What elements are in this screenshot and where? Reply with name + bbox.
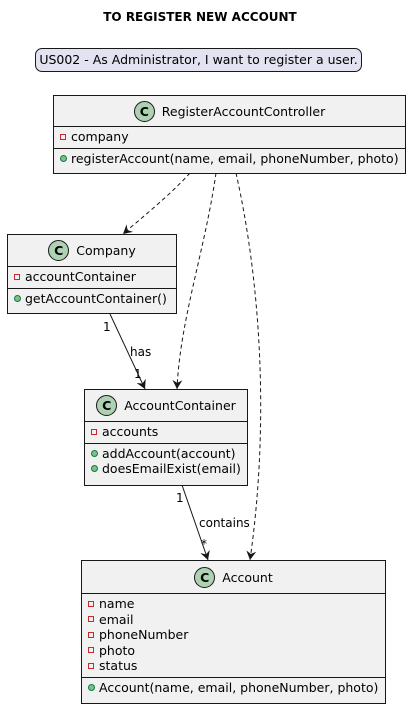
attribute-name: phoneNumber — [99, 627, 189, 643]
private-marker-icon — [88, 631, 94, 638]
association-company-container — [109, 313, 146, 390]
private-marker-icon — [14, 273, 20, 280]
method-row: addAccount(account) — [91, 446, 241, 462]
method-row: doesEmailExist(email) — [91, 461, 241, 477]
attribute-name: company — [71, 129, 129, 145]
attribute-name: name — [99, 596, 135, 612]
class-name: AccountContainer — [124, 398, 236, 413]
method-row: Account(name, email, phoneNumber, photo) — [88, 680, 379, 696]
has-target-multiplicity: 1 — [134, 367, 142, 381]
dependency-controller-account — [235, 172, 262, 561]
dependency-controller-company — [122, 172, 191, 235]
public-marker-icon — [60, 154, 67, 162]
private-marker-icon — [60, 133, 66, 140]
class-name: RegisterAccountController — [161, 103, 326, 119]
private-marker-icon — [88, 647, 94, 654]
class-header: C RegisterAccountController — [54, 96, 405, 126]
contains-label: contains — [199, 516, 250, 530]
method-name: addAccount(account) — [102, 445, 236, 461]
private-marker-icon — [91, 428, 97, 435]
public-marker-icon — [91, 449, 98, 457]
attribute-row: phoneNumber — [88, 627, 379, 643]
class-icon: C — [96, 395, 118, 416]
attribute-row: accounts — [91, 424, 241, 440]
attribute-row: status — [88, 658, 379, 674]
class-header: C AccountContainer — [85, 390, 247, 421]
attributes-section: accountContainer — [8, 266, 176, 288]
attribute-name: email — [99, 611, 134, 627]
class-company[interactable]: C Company accountContainer getAccountCon… — [7, 234, 177, 314]
attribute-row: email — [88, 612, 379, 628]
attribute-name: accounts — [102, 424, 159, 440]
attribute-row: company — [60, 129, 399, 145]
attributes-section: company — [54, 126, 405, 148]
methods-section: Account(name, email, phoneNumber, photo) — [82, 676, 385, 699]
class-name: Account — [222, 569, 273, 585]
has-label: has — [130, 345, 152, 359]
attribute-name: status — [99, 658, 138, 674]
attribute-row: accountContainer — [14, 269, 170, 285]
method-row: getAccountContainer() — [14, 291, 170, 307]
method-name: doesEmailExist(email) — [102, 461, 241, 477]
class-icon: C — [48, 240, 70, 261]
class-register-account-controller[interactable]: C RegisterAccountController company regi… — [53, 95, 406, 174]
contains-target-multiplicity: * — [201, 537, 207, 551]
methods-section: addAccount(account) doesEmailExist(email… — [85, 442, 247, 480]
method-name: Account(name, email, phoneNumber, photo) — [99, 679, 379, 695]
public-marker-icon — [88, 683, 95, 691]
class-account-container[interactable]: C AccountContainer accounts addAccount(a… — [84, 389, 248, 486]
methods-section: registerAccount(name, email, phoneNumber… — [54, 147, 405, 170]
attribute-name: accountContainer — [25, 269, 136, 285]
attributes-section: name email phoneNumber photo status — [82, 593, 385, 677]
association-container-account — [181, 484, 210, 561]
private-marker-icon — [88, 616, 94, 623]
class-icon: C — [133, 100, 155, 122]
contains-source-multiplicity: 1 — [176, 491, 184, 505]
attributes-section: accounts — [85, 421, 247, 443]
method-name: registerAccount(name, email, phoneNumber… — [71, 150, 399, 166]
class-header: C Company — [8, 235, 176, 266]
method-row: registerAccount(name, email, phoneNumber… — [60, 151, 399, 167]
public-marker-icon — [14, 294, 21, 302]
methods-section: getAccountContainer() — [8, 287, 176, 310]
user-story-note: US002 - As Administrator, I want to regi… — [35, 48, 362, 72]
diagram-title: TO REGISTER NEW ACCOUNT — [103, 10, 297, 24]
method-name: getAccountContainer() — [25, 290, 167, 306]
class-account[interactable]: C Account name email phoneNumber photo s… — [81, 560, 386, 704]
class-name: Company — [76, 243, 136, 258]
private-marker-icon — [88, 600, 94, 607]
dependency-controller-container — [172, 172, 217, 390]
class-icon: C — [194, 566, 216, 588]
public-marker-icon — [91, 465, 98, 473]
private-marker-icon — [88, 662, 94, 669]
has-source-multiplicity: 1 — [103, 320, 111, 334]
class-header: C Account — [82, 561, 385, 593]
attribute-name: photo — [99, 642, 136, 658]
attribute-row: photo — [88, 643, 379, 659]
attribute-row: name — [88, 596, 379, 612]
